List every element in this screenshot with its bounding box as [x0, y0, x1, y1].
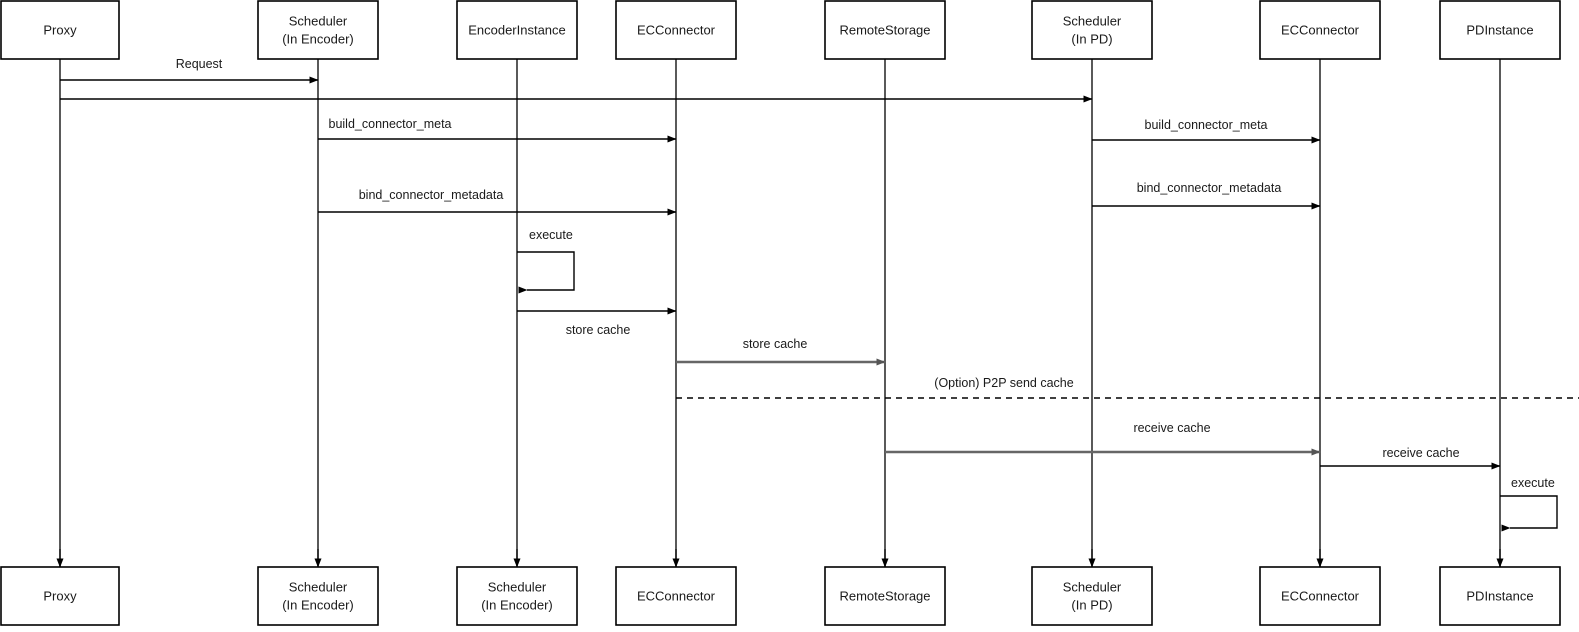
self-call-path-s2	[1500, 495, 1558, 532]
message-label-m4: build_connector_meta	[1145, 118, 1268, 132]
participant-label-top: Scheduler	[289, 13, 348, 28]
self-call-s1[interactable]: execute	[517, 228, 575, 294]
participant-box-bottom-sched-enc[interactable]: Scheduler (In Encoder)	[257, 566, 379, 626]
participant-box-rect	[456, 0, 578, 60]
participant-box-top-sched-pd[interactable]: Scheduler (In PD)	[1031, 0, 1153, 60]
self-call-label-s2: execute	[1511, 476, 1555, 490]
participant-box-rect	[1259, 0, 1381, 60]
participant-label-bottom: ECConnector	[637, 588, 716, 603]
self-call-s2[interactable]: execute	[1500, 476, 1558, 532]
participant-box-rect	[824, 566, 946, 626]
lifelines-group	[56, 59, 1504, 568]
message-m6[interactable]: bind_connector_metadata	[1092, 181, 1321, 210]
participant-box-rect	[1439, 0, 1561, 60]
participant-label-top: Scheduler	[1063, 13, 1122, 28]
participant-box-rect	[1259, 566, 1381, 626]
message-m9[interactable]: (Option) P2P send cache	[676, 376, 1579, 399]
participant-box-rect	[615, 0, 737, 60]
participant-sublabel-top: (In PD)	[1071, 31, 1112, 46]
participant-label-top: PDInstance	[1466, 22, 1533, 37]
participant-box-rect	[0, 0, 120, 60]
participant-label-bottom: ECConnector	[1281, 588, 1360, 603]
participant-box-bottom-pd-inst[interactable]: PDInstance	[1439, 566, 1561, 626]
message-label-m3: build_connector_meta	[329, 117, 452, 131]
message-label-m11: receive cache	[1382, 446, 1459, 460]
message-m4[interactable]: build_connector_meta	[1092, 118, 1321, 144]
message-m5[interactable]: bind_connector_metadata	[318, 188, 677, 216]
participant-label-top: EncoderInstance	[468, 22, 566, 37]
participant-box-bottom-encoder-inst[interactable]: Scheduler (In Encoder)	[456, 566, 578, 626]
message-m7[interactable]: store cache	[517, 307, 677, 337]
participant-box-top-ecc-left[interactable]: ECConnector	[615, 0, 737, 60]
participant-box-bottom-sched-pd[interactable]: Scheduler (In PD)	[1031, 566, 1153, 626]
participant-label-top: RemoteStorage	[839, 22, 930, 37]
participant-box-rect	[824, 0, 946, 60]
participant-box-rect	[456, 566, 578, 626]
participant-box-rect	[257, 566, 379, 626]
participant-sublabel-bottom: (In Encoder)	[481, 597, 553, 612]
participant-label-bottom: Scheduler	[1063, 579, 1122, 594]
message-label-m9: (Option) P2P send cache	[934, 376, 1073, 390]
participant-box-top-encoder-inst[interactable]: EncoderInstance	[456, 0, 578, 60]
self-calls-group: execute execute	[517, 228, 1558, 532]
participant-sublabel-bottom: (In PD)	[1071, 597, 1112, 612]
message-m11[interactable]: receive cache	[1320, 446, 1501, 470]
participant-box-top-proxy[interactable]: Proxy	[0, 0, 120, 60]
participant-box-bottom-ecc-left[interactable]: ECConnector	[615, 566, 737, 626]
message-label-m8: store cache	[743, 337, 808, 351]
participant-sublabel-bottom: (In Encoder)	[282, 597, 354, 612]
participant-label-top: ECConnector	[1281, 22, 1360, 37]
participant-label-bottom: Scheduler	[289, 579, 348, 594]
message-label-m6: bind_connector_metadata	[1137, 181, 1282, 195]
participant-label-top: Proxy	[43, 22, 77, 37]
participant-box-rect	[1031, 566, 1153, 626]
participant-box-bottom-ecc-right[interactable]: ECConnector	[1259, 566, 1381, 626]
participant-label-bottom: Scheduler	[488, 579, 547, 594]
participant-box-top-remote[interactable]: RemoteStorage	[824, 0, 946, 60]
message-m1[interactable]: Request	[60, 57, 319, 84]
message-label-m7: store cache	[566, 323, 631, 337]
participant-label-bottom: PDInstance	[1466, 588, 1533, 603]
participant-sublabel-top: (In Encoder)	[282, 31, 354, 46]
message-m10[interactable]: receive cache	[885, 421, 1321, 456]
participant-box-top-ecc-right[interactable]: ECConnector	[1259, 0, 1381, 60]
message-label-m10: receive cache	[1133, 421, 1210, 435]
participant-box-rect	[1031, 0, 1153, 60]
participant-box-rect	[0, 566, 120, 626]
top-participant-boxes: Proxy Scheduler (In Encoder) EncoderInstanc…	[0, 0, 1561, 60]
self-call-path-s1	[517, 251, 575, 294]
participant-box-rect	[1439, 566, 1561, 626]
self-call-label-s1: execute	[529, 228, 573, 242]
message-label-m5: bind_connector_metadata	[359, 188, 504, 202]
participant-box-bottom-proxy[interactable]: Proxy	[0, 566, 120, 626]
bottom-participant-boxes: Proxy Scheduler (In Encoder) Scheduler (In E…	[0, 566, 1561, 626]
message-m8[interactable]: store cache	[676, 337, 886, 366]
message-m3[interactable]: build_connector_meta	[318, 117, 677, 143]
participant-label-bottom: Proxy	[43, 588, 77, 603]
participant-box-top-pd-inst[interactable]: PDInstance	[1439, 0, 1561, 60]
participant-box-bottom-remote[interactable]: RemoteStorage	[824, 566, 946, 626]
participant-label-bottom: RemoteStorage	[839, 588, 930, 603]
message-label-m1: Request	[176, 57, 223, 71]
participant-label-top: ECConnector	[637, 22, 716, 37]
participant-box-rect	[615, 566, 737, 626]
participant-box-rect	[257, 0, 379, 60]
messages-group: Request build_connector_meta build_connect…	[60, 57, 1579, 470]
participant-box-top-sched-enc[interactable]: Scheduler (In Encoder)	[257, 0, 379, 60]
